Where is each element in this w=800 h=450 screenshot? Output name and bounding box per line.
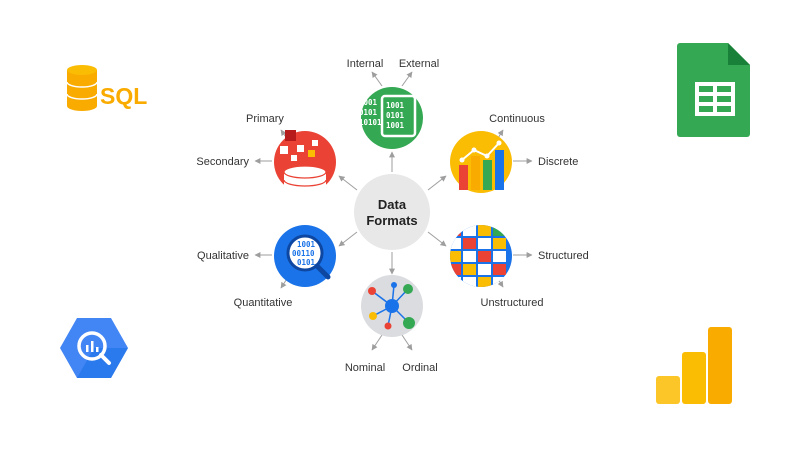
database-icon (283, 165, 327, 194)
database-stack-icon (66, 65, 98, 111)
trend-line-icon (461, 142, 500, 161)
nature-node: 1001 00110 0101 (274, 225, 336, 287)
connector-internal (371, 71, 383, 87)
binary-row-1: 1001 (359, 98, 378, 107)
connector-nominal (371, 334, 383, 351)
binary-row-2: 0101 (359, 108, 378, 117)
label-external: External (399, 58, 439, 70)
square-icon-2 (280, 146, 288, 154)
origin-node (274, 130, 336, 194)
label-nominal: Nominal (345, 362, 385, 374)
label-secondary: Secondary (196, 156, 249, 168)
label-internal: Internal (347, 58, 384, 70)
label-continuous: Continuous (489, 113, 545, 125)
chart-bar-2-icon (471, 156, 480, 190)
center-node: Data Formats (354, 174, 430, 250)
chart-bar-1-icon (459, 165, 468, 190)
source-node: 1001 0101 10101 1001 0101 1001 (359, 87, 423, 149)
binary-row-3: 10101 (359, 118, 382, 127)
binary-row-5: 0101 (386, 111, 405, 120)
label-qualitative: Qualitative (197, 250, 249, 262)
binary-row-6: 1001 (386, 121, 405, 130)
connector-bottom-left (338, 231, 358, 247)
sql-logo: SQL (66, 65, 147, 111)
center-title-line2: Formats (366, 213, 417, 228)
connector-top-left (338, 175, 358, 191)
structure-node (450, 225, 512, 287)
network-icon (368, 282, 415, 330)
label-unstructured: Unstructured (481, 297, 544, 309)
connector-top-right (427, 175, 447, 191)
label-primary: Primary (246, 113, 284, 125)
sheets-icon (677, 43, 750, 137)
connector-external (401, 71, 413, 87)
chart-bar-4-icon (495, 150, 504, 190)
chart-bar-3-icon (483, 160, 492, 190)
connector-bottom-right (427, 231, 447, 247)
binary-row-4: 1001 (386, 101, 405, 110)
magnifier-binary-3: 0101 (297, 258, 316, 267)
analytics-icon (656, 327, 732, 404)
measure-node (450, 131, 512, 193)
sql-logo-text: SQL (100, 83, 147, 109)
magnifier-binary-2: 00110 (292, 249, 315, 258)
label-quantitative: Quantitative (234, 297, 293, 309)
magnifier-icon (286, 234, 324, 272)
label-structured: Structured (538, 250, 589, 262)
center-connectors (338, 151, 447, 275)
square-icon-1 (285, 130, 296, 141)
scale-node (361, 275, 423, 337)
label-discrete: Discrete (538, 156, 578, 168)
magnifier-binary-1: 1001 (297, 240, 316, 249)
connector-ordinal (401, 334, 413, 351)
label-ordinal: Ordinal (402, 362, 437, 374)
bigquery-icon (60, 318, 128, 378)
center-title-line1: Data (378, 197, 407, 212)
tablet-icon (380, 94, 417, 138)
